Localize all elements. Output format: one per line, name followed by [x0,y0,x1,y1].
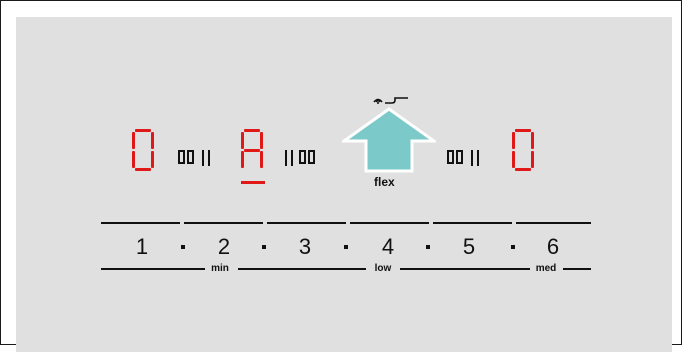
segment-b [260,132,263,149]
tag-min: min [211,263,229,274]
scale-bottom-segment-1 [101,268,205,270]
segment-b [151,132,154,149]
level-1[interactable]: 1 [135,234,149,259]
up-arrow-icon[interactable] [342,107,436,173]
segment-c [260,151,263,168]
scale-bottom-segment-3 [400,268,530,270]
segment-g [244,148,260,152]
control-panel [16,17,672,352]
segment-c [531,151,534,168]
wifi-signal-icon [373,97,408,104]
scale-top-segment-4 [350,222,429,224]
level-dot [426,245,430,249]
scale-top-segment-2 [184,222,263,224]
level-4[interactable]: 4 [381,234,395,259]
right-zone-digit[interactable] [512,129,534,171]
segment-a [135,129,151,132]
segment-e [241,151,244,168]
segment-e [512,151,515,168]
center-timer-cluster [285,150,330,166]
left-zone-digit[interactable] [132,129,154,171]
right-timer-cluster [447,150,492,166]
flex-label: flex [374,175,395,189]
segment-a [244,129,260,132]
level-dot [511,245,515,249]
level-3[interactable]: 3 [298,234,312,259]
level-6[interactable]: 6 [546,234,560,259]
segment-b [531,132,534,149]
scale-top-segment-1 [101,222,180,224]
scale-top-segment-5 [433,222,512,224]
level-dot [181,245,185,249]
level-dot [262,245,266,249]
left-timer-cluster [178,150,223,166]
segment-d [135,168,151,171]
tag-med: med [535,263,557,274]
segment-f [241,132,244,149]
scale-top-segment-3 [267,222,346,224]
segment-d [515,168,531,171]
level-5[interactable]: 5 [462,234,476,259]
segment-f [132,132,135,149]
scale-top-segment-6 [516,222,591,224]
center-zone-digit[interactable] [241,129,263,171]
segment-e [132,151,135,168]
tag-low: low [374,263,392,274]
segment-a [515,129,531,132]
scale-bottom-segment-2 [238,268,366,270]
segment-f [512,132,515,149]
active-zone-underline [241,181,265,184]
scale-bottom-segment-4 [563,268,591,270]
segment-c [151,151,154,168]
level-2[interactable]: 2 [217,234,231,259]
level-dot [344,245,348,249]
